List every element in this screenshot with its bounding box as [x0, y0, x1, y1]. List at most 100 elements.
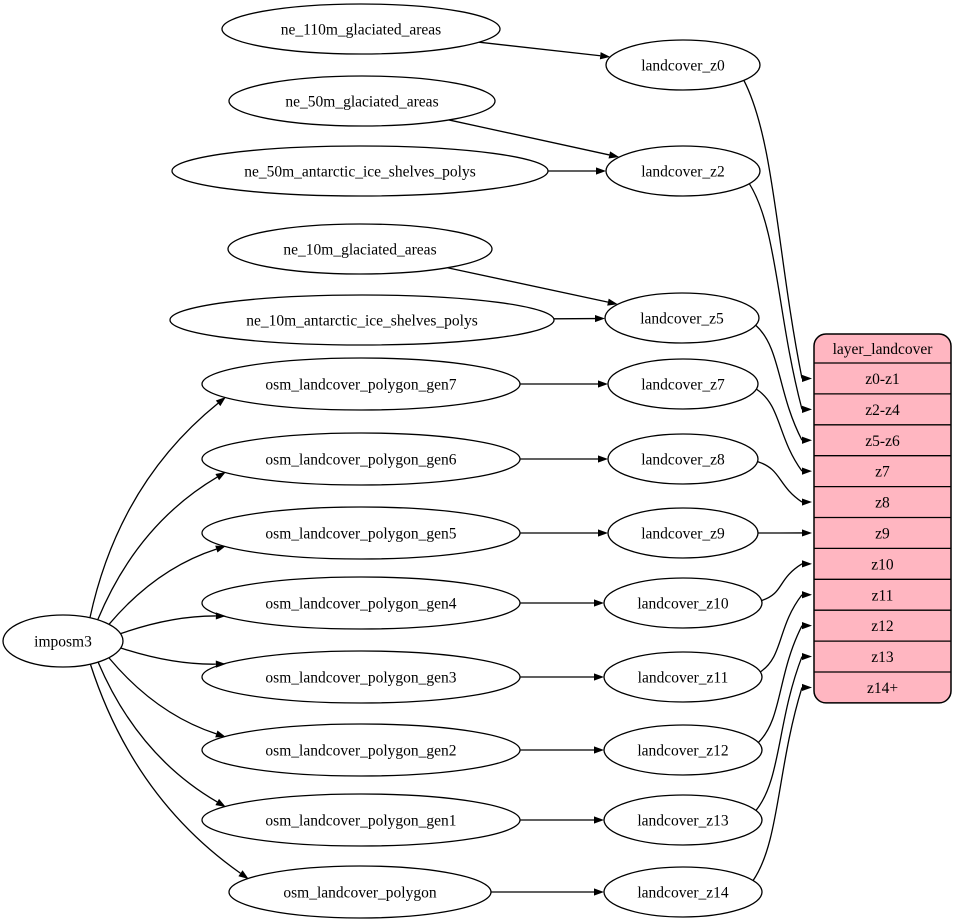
edge-imposm3-to-osm_landcover_polygon_gen5: [108, 545, 226, 625]
edge-imposm3-to-osm_landcover_polygon_gen1: [97, 661, 226, 807]
edge-line: [447, 267, 609, 303]
node-label-osm_landcover_polygon_gen3: osm_landcover_polygon_gen3: [265, 670, 456, 687]
arrowhead: [598, 455, 608, 463]
edge-landcover_z9-to-layer_landcover-z9: [757, 529, 812, 537]
node-label-landcover_z5: landcover_z5: [640, 311, 724, 328]
edge-imposm3-to-osm_landcover_polygon_gen2: [108, 657, 226, 738]
record-row-z14+: z14+: [867, 680, 898, 697]
record-title-layer_landcover: layer_landcover: [833, 341, 934, 358]
arrowhead: [215, 612, 226, 620]
arrowhead: [594, 816, 604, 824]
node-osm_landcover_polygon_gen7: osm_landcover_polygon_gen7: [201, 357, 521, 411]
node-label-landcover_z13: landcover_z13: [637, 813, 728, 830]
edge-line: [756, 388, 803, 472]
node-label-ne_50m_antarctic_ice_shelves_polys: ne_50m_antarctic_ice_shelves_polys: [244, 164, 476, 181]
edge-line: [97, 661, 218, 803]
edge-line: [748, 183, 803, 410]
edge-line: [759, 594, 803, 673]
node-osm_landcover_polygon_gen6: osm_landcover_polygon_gen6: [201, 432, 521, 486]
edge-line: [120, 647, 216, 665]
node-label-osm_landcover_polygon_gen6: osm_landcover_polygon_gen6: [265, 452, 456, 469]
edge-line: [757, 460, 803, 503]
node-label-osm_landcover_polygon_gen7: osm_landcover_polygon_gen7: [265, 377, 456, 394]
node-label-imposm3: imposm3: [34, 634, 92, 651]
edge-ne_110m_glaciated_areas-to-landcover_z0: [478, 41, 611, 60]
arrowhead: [802, 652, 812, 661]
node-ne_50m_antarctic_ice_shelves_polys: ne_50m_antarctic_ice_shelves_polys: [171, 145, 549, 197]
node-label-ne_10m_glaciated_areas: ne_10m_glaciated_areas: [283, 242, 436, 259]
edge-ne_10m_glaciated_areas-to-landcover_z5: [447, 267, 618, 306]
node-osm_landcover_polygon_gen2: osm_landcover_polygon_gen2: [201, 723, 521, 777]
record-row-z9: z9: [875, 525, 890, 542]
node-label-ne_110m_glaciated_areas: ne_110m_glaciated_areas: [281, 22, 441, 39]
node-imposm3: imposm3: [2, 614, 124, 668]
edge-landcover_z8-to-layer_landcover-z8: [757, 460, 812, 506]
node-landcover_z9: landcover_z9: [607, 507, 759, 559]
edge-osm_landcover_polygon_gen4-to-landcover_z10: [520, 599, 604, 607]
node-ne_50m_glaciated_areas: ne_50m_glaciated_areas: [228, 75, 496, 127]
arrowhead: [598, 380, 608, 388]
edge-line: [108, 657, 217, 735]
edge-line: [752, 687, 803, 881]
arrowhead: [215, 545, 226, 553]
node-landcover_z0: landcover_z0: [605, 39, 761, 91]
node-osm_landcover_polygon_gen3: osm_landcover_polygon_gen3: [201, 650, 521, 704]
edge-imposm3-to-osm_landcover_polygon_gen6: [97, 472, 226, 621]
edge-line: [89, 663, 241, 874]
edge-osm_landcover_polygon-to-landcover_z14: [491, 888, 604, 896]
arrowhead: [215, 472, 226, 481]
edge-line: [743, 80, 803, 379]
edge-line: [448, 119, 610, 156]
edge-ne_50m_glaciated_areas-to-landcover_z2: [448, 119, 620, 159]
record-row-z11: z11: [872, 587, 894, 604]
node-landcover_z5: landcover_z5: [604, 292, 760, 344]
node-label-landcover_z9: landcover_z9: [641, 526, 725, 543]
arrowhead: [594, 888, 604, 896]
record-node-layer_landcover: layer_landcoverz0-z1z2-z4z5-z6z7z8z9z10z…: [813, 333, 952, 704]
edge-ne_50m_antarctic_ice_shelves_polys-to-landcover_z2: [548, 167, 606, 175]
edge-landcover_z7-to-layer_landcover-z7: [756, 388, 812, 475]
edge-osm_landcover_polygon_gen3-to-landcover_z11: [520, 673, 604, 681]
arrowhead: [594, 314, 606, 323]
node-ne_110m_glaciated_areas: ne_110m_glaciated_areas: [221, 3, 501, 55]
edge-landcover_z13-to-layer_landcover-z13: [755, 652, 812, 811]
node-osm_landcover_polygon_gen1: osm_landcover_polygon_gen1: [201, 793, 521, 847]
arrowhead: [594, 746, 604, 754]
node-landcover_z10: landcover_z10: [603, 577, 763, 629]
node-landcover_z7: landcover_z7: [607, 358, 759, 410]
edge-ne_10m_antarctic_ice_shelves_polys-to-landcover_z5: [553, 314, 606, 323]
node-label-landcover_z12: landcover_z12: [637, 743, 728, 760]
edge-imposm3-to-osm_landcover_polygon_gen7: [89, 397, 226, 618]
node-shape-landcover_z0: [605, 39, 761, 91]
record-row-z5-z6: z5-z6: [865, 433, 900, 450]
node-shape-ne_10m_glaciated_areas: [227, 223, 493, 275]
edge-line: [89, 402, 219, 618]
edge-imposm3-to-osm_landcover_polygon_gen3: [120, 647, 226, 668]
edge-osm_landcover_polygon_gen6-to-landcover_z8: [520, 455, 608, 463]
arrowhead: [802, 467, 812, 475]
node-landcover_z2: landcover_z2: [605, 145, 761, 197]
edge-line: [755, 656, 803, 811]
node-shape-ne_50m_glaciated_areas: [228, 75, 496, 127]
edge-osm_landcover_polygon_gen2-to-landcover_z12: [520, 746, 604, 754]
node-label-landcover_z2: landcover_z2: [641, 164, 725, 181]
arrowhead: [215, 397, 226, 407]
record-row-z10: z10: [871, 556, 894, 573]
arrowhead: [802, 591, 812, 599]
edge-line: [478, 41, 601, 57]
node-label-osm_landcover_polygon_gen1: osm_landcover_polygon_gen1: [265, 813, 456, 830]
edge-line: [755, 324, 803, 441]
node-landcover_z8: landcover_z8: [607, 433, 759, 485]
node-label-landcover_z11: landcover_z11: [638, 670, 729, 687]
record-row-z8: z8: [875, 495, 890, 512]
node-osm_landcover_polygon_gen5: osm_landcover_polygon_gen5: [201, 506, 521, 560]
edge-landcover_z10-to-layer_landcover-z10: [761, 560, 812, 602]
arrowhead: [599, 52, 611, 60]
arrowhead: [802, 683, 812, 692]
arrowhead: [215, 730, 226, 738]
arrowhead: [238, 870, 249, 879]
node-shape-ne_110m_glaciated_areas: [221, 3, 501, 55]
arrowhead: [802, 529, 812, 537]
